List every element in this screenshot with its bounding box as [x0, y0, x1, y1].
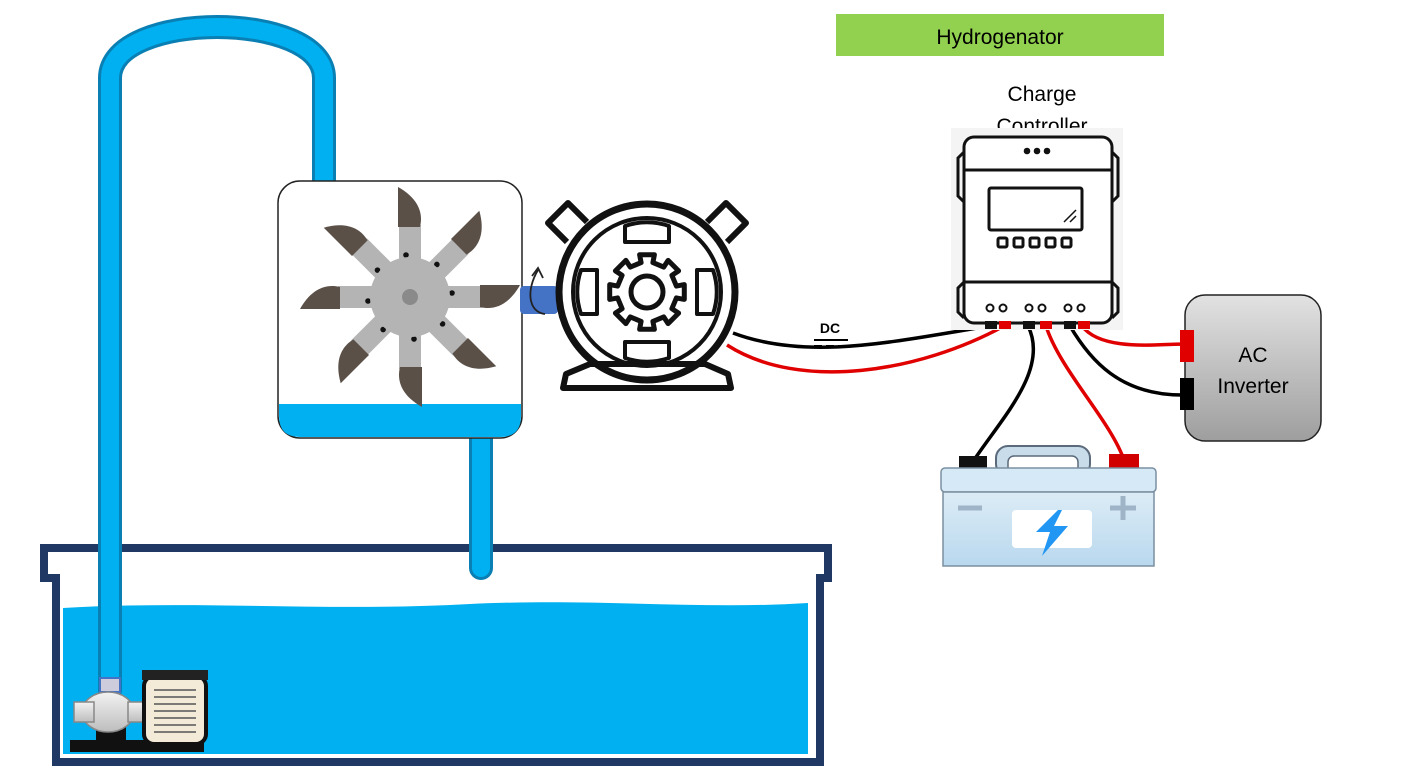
charge-controller: Charge Controller [951, 83, 1123, 330]
shaft-coupling [520, 266, 558, 315]
wire-bat-positive [1044, 325, 1126, 461]
ac-inverter-box [1184, 294, 1322, 442]
water-wheel-turbine [277, 180, 523, 439]
dc-wiring [726, 324, 1183, 464]
generator-gear [607, 252, 687, 332]
wire-inv-negative [1068, 325, 1183, 397]
wheel-axle [402, 289, 418, 305]
charge-controller-icon [951, 128, 1123, 330]
title-background [836, 14, 1164, 56]
submersible-pump [70, 670, 208, 752]
turbine-water [279, 404, 521, 437]
charge-controller-label-1: Charge [1008, 83, 1077, 106]
water-tank [40, 544, 832, 766]
dc-generator-icon [545, 200, 749, 391]
turbine-wheel [300, 187, 520, 407]
wire-gen-positive [726, 324, 1005, 374]
title-text: Hydrogenator [936, 26, 1063, 49]
wire-bat-negative [970, 325, 1036, 464]
rotation-arrow-icon [529, 269, 546, 315]
wire-inv-positive [1080, 324, 1183, 347]
water-body [63, 602, 808, 754]
lightning-icon [1036, 510, 1068, 556]
wire-gen-negative [732, 324, 991, 349]
inverter-positive-terminal [1180, 330, 1194, 362]
tank-outline [40, 544, 832, 766]
battery-icon [940, 445, 1157, 567]
dc-label: DC [820, 320, 840, 336]
ac-inverter: AC Inverter [1180, 294, 1322, 442]
pump-motor [142, 674, 208, 746]
ac-inverter-label-2: Inverter [1217, 375, 1288, 398]
pump-outlet [99, 677, 121, 693]
ac-inverter-label-1: AC [1238, 344, 1267, 367]
gear-icon [607, 252, 687, 332]
title-box: Hydrogenator [836, 14, 1164, 56]
controller-terminals [985, 321, 1090, 329]
inverter-negative-terminal [1180, 378, 1194, 410]
supply-pipe [98, 15, 336, 702]
dc-symbol: DC [814, 320, 848, 347]
